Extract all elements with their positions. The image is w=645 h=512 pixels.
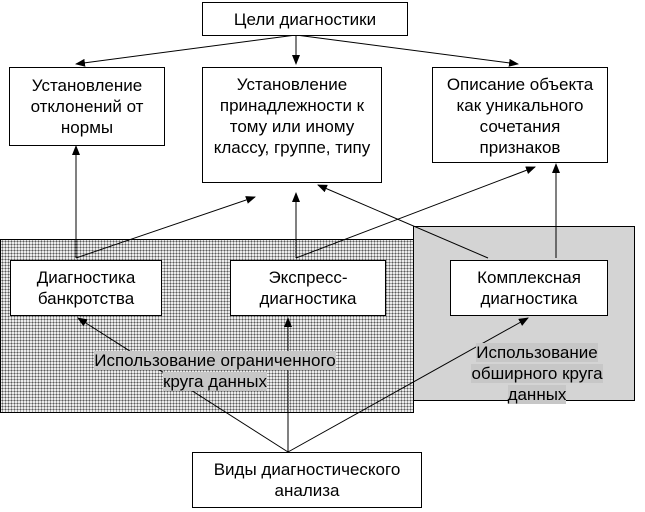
extensive-data-line1: Использование bbox=[476, 343, 598, 362]
kind-bankruptcy-box: Диагностика банкротства bbox=[10, 260, 162, 316]
kinds-root-label: Виды диагностического анализа bbox=[213, 460, 401, 500]
root-to-complex bbox=[287, 317, 529, 453]
kind-complex-box: Комплексная диагностика bbox=[450, 260, 608, 316]
goals-root-label: Цели диагностики bbox=[233, 9, 377, 29]
goals-root-to-deviation bbox=[75, 34, 297, 67]
goal-deviation-label: Установление отклонений от нормы bbox=[30, 76, 144, 137]
goals-root-box: Цели диагностики bbox=[202, 2, 408, 36]
extensive-data-line3: данных bbox=[507, 385, 567, 404]
goals-root-to-unique bbox=[295, 34, 519, 67]
bankruptcy-to-class bbox=[75, 196, 256, 259]
limited-data-line2: круга данных bbox=[162, 372, 268, 391]
limited-data-line1: Использование ограниченного bbox=[94, 351, 336, 370]
extensive-data-line2: обширного круга bbox=[471, 364, 603, 383]
kind-express-box: Экспресс-диагностика bbox=[230, 260, 386, 316]
goal-unique-label: Описание объекта как уникального сочетан… bbox=[446, 75, 594, 157]
kinds-root-box: Виды диагностического анализа bbox=[192, 452, 422, 508]
extensive-data-label: Использование обширного круга данных bbox=[452, 342, 622, 405]
kind-complex-label: Комплексная диагностика bbox=[477, 268, 581, 308]
complex-to-class bbox=[317, 184, 489, 259]
goal-unique-box: Описание объекта как уникального сочетан… bbox=[432, 67, 608, 163]
limited-data-label: Использование ограниченного круга данных bbox=[70, 350, 360, 392]
goal-deviation-box: Установление отклонений от нормы bbox=[9, 67, 165, 146]
kind-express-label: Экспресс-диагностика bbox=[259, 268, 357, 308]
kind-bankruptcy-label: Диагностика банкротства bbox=[36, 268, 136, 308]
goal-class-label: Установление принадлежности к тому или и… bbox=[213, 75, 371, 157]
express-to-unique bbox=[295, 166, 536, 259]
goal-class-box: Установление принадлежности к тому или и… bbox=[202, 67, 382, 183]
